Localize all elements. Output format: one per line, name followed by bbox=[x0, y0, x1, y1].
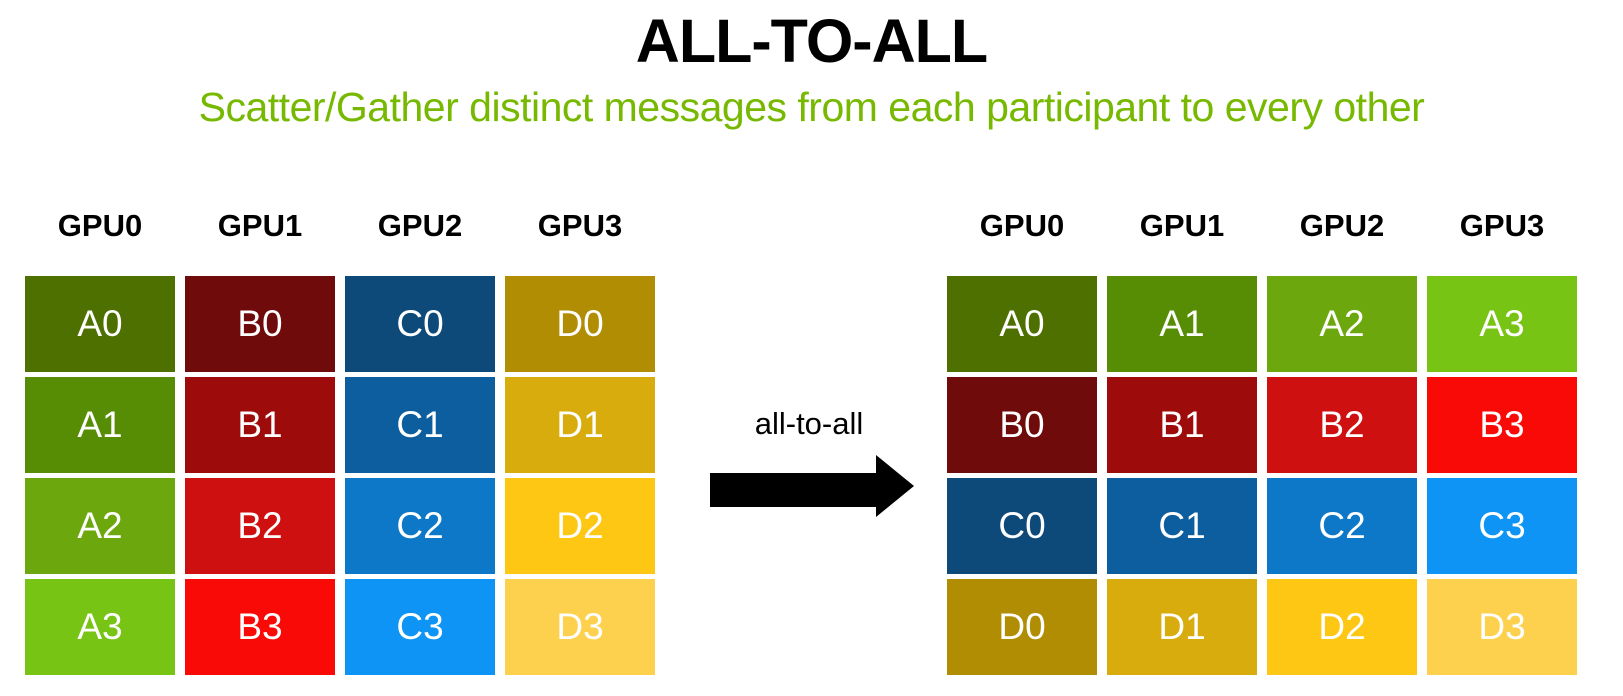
cell-b1: B1 bbox=[185, 377, 335, 473]
slide-subtitle: Scatter/Gather distinct messages from ea… bbox=[198, 84, 1425, 130]
cell-c1: C1 bbox=[345, 377, 495, 473]
right-arrow-head-icon bbox=[876, 455, 914, 517]
arrow-label: all-to-all bbox=[754, 406, 864, 441]
cell-b3: B3 bbox=[185, 579, 335, 675]
cell-c3: C3 bbox=[1427, 478, 1577, 574]
cell-d2: D2 bbox=[505, 478, 655, 574]
gpu-column-header: GPU2 bbox=[1299, 208, 1385, 243]
cell-a2: A2 bbox=[25, 478, 175, 574]
cell-a2: A2 bbox=[1267, 276, 1417, 372]
cell-d3: D3 bbox=[505, 579, 655, 675]
cell-a3: A3 bbox=[1427, 276, 1577, 372]
slide-title: ALL-TO-ALL bbox=[635, 7, 988, 75]
gpu-column-header: GPU0 bbox=[979, 208, 1065, 243]
gpu-column-header: GPU3 bbox=[537, 208, 623, 243]
cell-b1: B1 bbox=[1107, 377, 1257, 473]
cell-c0: C0 bbox=[345, 276, 495, 372]
cell-c1: C1 bbox=[1107, 478, 1257, 574]
cell-c2: C2 bbox=[345, 478, 495, 574]
cell-d1: D1 bbox=[505, 377, 655, 473]
gpu-column-header: GPU1 bbox=[1139, 208, 1225, 243]
cell-d0: D0 bbox=[505, 276, 655, 372]
cell-c2: C2 bbox=[1267, 478, 1417, 574]
gpu-column-header: GPU1 bbox=[217, 208, 303, 243]
cell-b2: B2 bbox=[1267, 377, 1417, 473]
cell-d1: D1 bbox=[1107, 579, 1257, 675]
cell-d2: D2 bbox=[1267, 579, 1417, 675]
cell-d3: D3 bbox=[1427, 579, 1577, 675]
cell-a3: A3 bbox=[25, 579, 175, 675]
cell-a1: A1 bbox=[25, 377, 175, 473]
cell-d0: D0 bbox=[947, 579, 1097, 675]
gpu-column-header: GPU2 bbox=[377, 208, 463, 243]
cell-a1: A1 bbox=[1107, 276, 1257, 372]
cell-b2: B2 bbox=[185, 478, 335, 574]
right-arrow-icon bbox=[710, 473, 876, 507]
cell-b3: B3 bbox=[1427, 377, 1577, 473]
gpu-column-header: GPU0 bbox=[57, 208, 143, 243]
gpu-column-header: GPU3 bbox=[1459, 208, 1545, 243]
cell-b0: B0 bbox=[185, 276, 335, 372]
cell-b0: B0 bbox=[947, 377, 1097, 473]
cell-a0: A0 bbox=[947, 276, 1097, 372]
cell-a0: A0 bbox=[25, 276, 175, 372]
cell-c0: C0 bbox=[947, 478, 1097, 574]
cell-c3: C3 bbox=[345, 579, 495, 675]
